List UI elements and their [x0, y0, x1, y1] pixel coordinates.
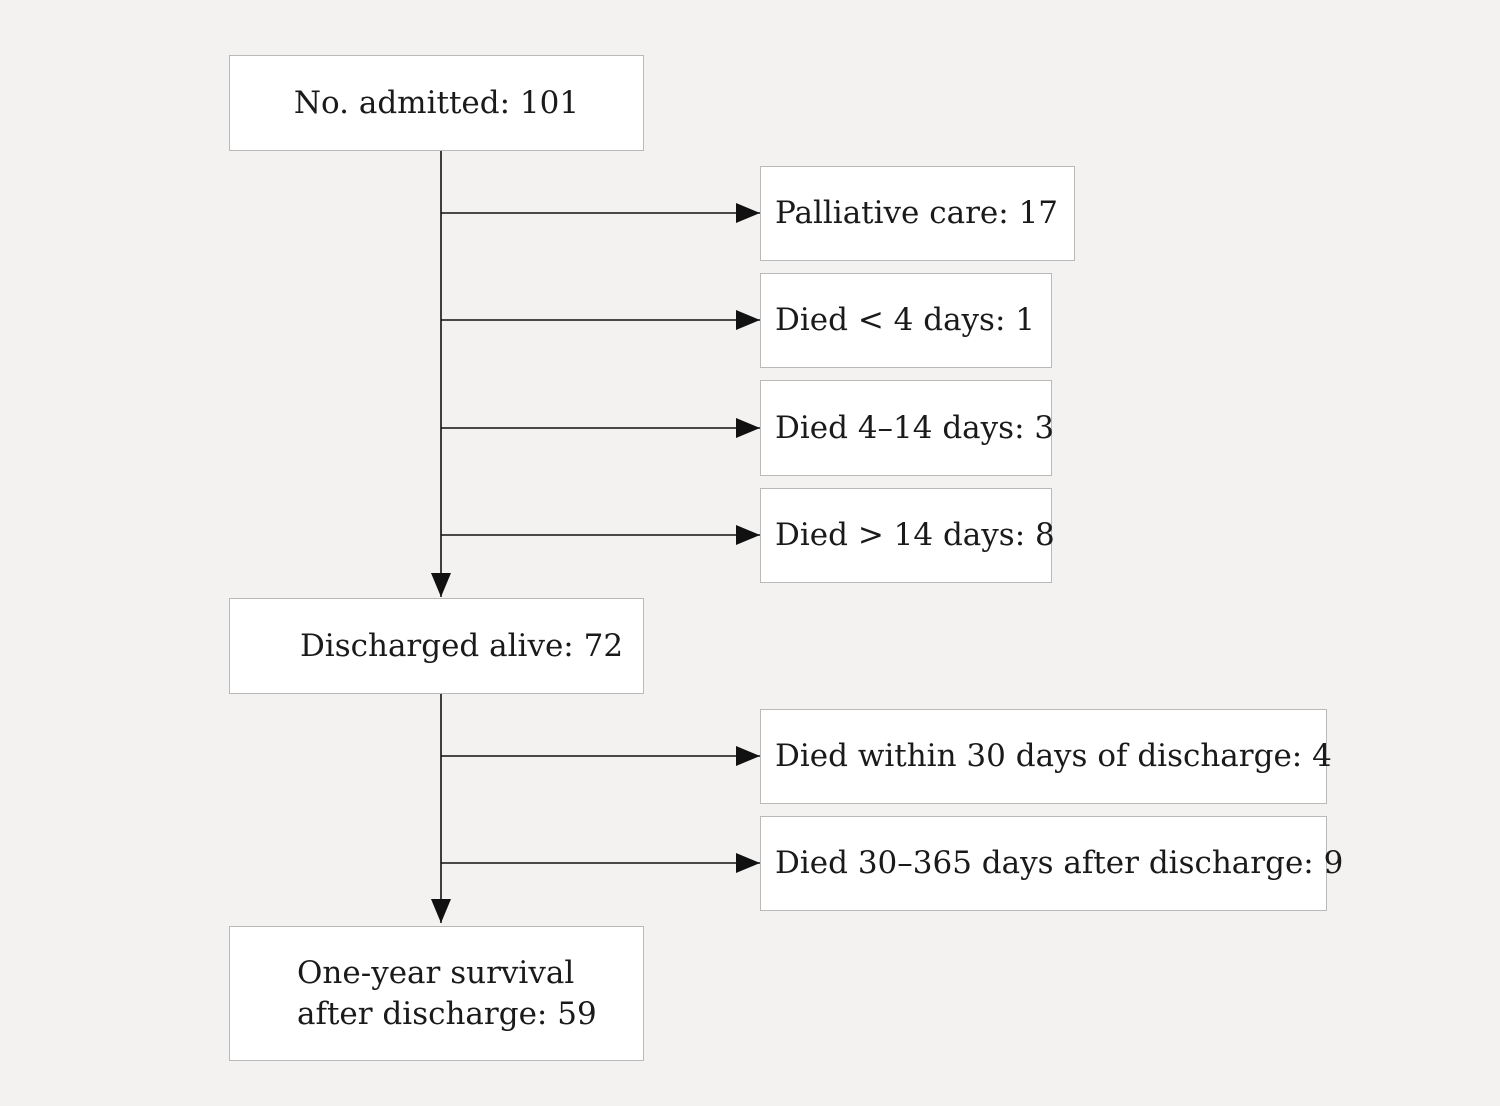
died-gt14-days-box: Died > 14 days: 8 [760, 488, 1055, 583]
survival-label-line1: One-year survival [297, 955, 575, 992]
died-within-30-days-box: Died within 30 days of discharge: 4 [760, 709, 1332, 804]
died-lt4-days-label: Died < 4 days: 1 [775, 302, 1035, 339]
died-gt14-days-label: Died > 14 days: 8 [775, 517, 1055, 554]
died-4-14-days-box: Died 4–14 days: 3 [760, 380, 1055, 476]
died-within-30-days-label: Died within 30 days of discharge: 4 [775, 738, 1332, 775]
discharged-alive-label: Discharged alive: 72 [299, 627, 624, 664]
discharged-alive-box: Discharged alive: 72 [229, 598, 644, 694]
died-4-14-days-label: Died 4–14 days: 3 [775, 409, 1055, 446]
palliative-care-box: Palliative care: 17 [760, 166, 1075, 261]
palliative-care-label: Palliative care: 17 [775, 195, 1059, 232]
died-30-365-days-box: Died 30–365 days after discharge: 9 [760, 816, 1343, 911]
died-lt4-days-box: Died < 4 days: 1 [760, 273, 1052, 368]
one-year-survival-box: One-year survival after discharge: 59 [229, 926, 644, 1061]
died-30-365-days-label: Died 30–365 days after discharge: 9 [775, 845, 1344, 882]
survival-label-line2: after discharge: 59 [297, 995, 597, 1032]
admitted-box: No. admitted: 101 [229, 55, 644, 151]
admitted-label: No. admitted: 101 [293, 84, 580, 121]
